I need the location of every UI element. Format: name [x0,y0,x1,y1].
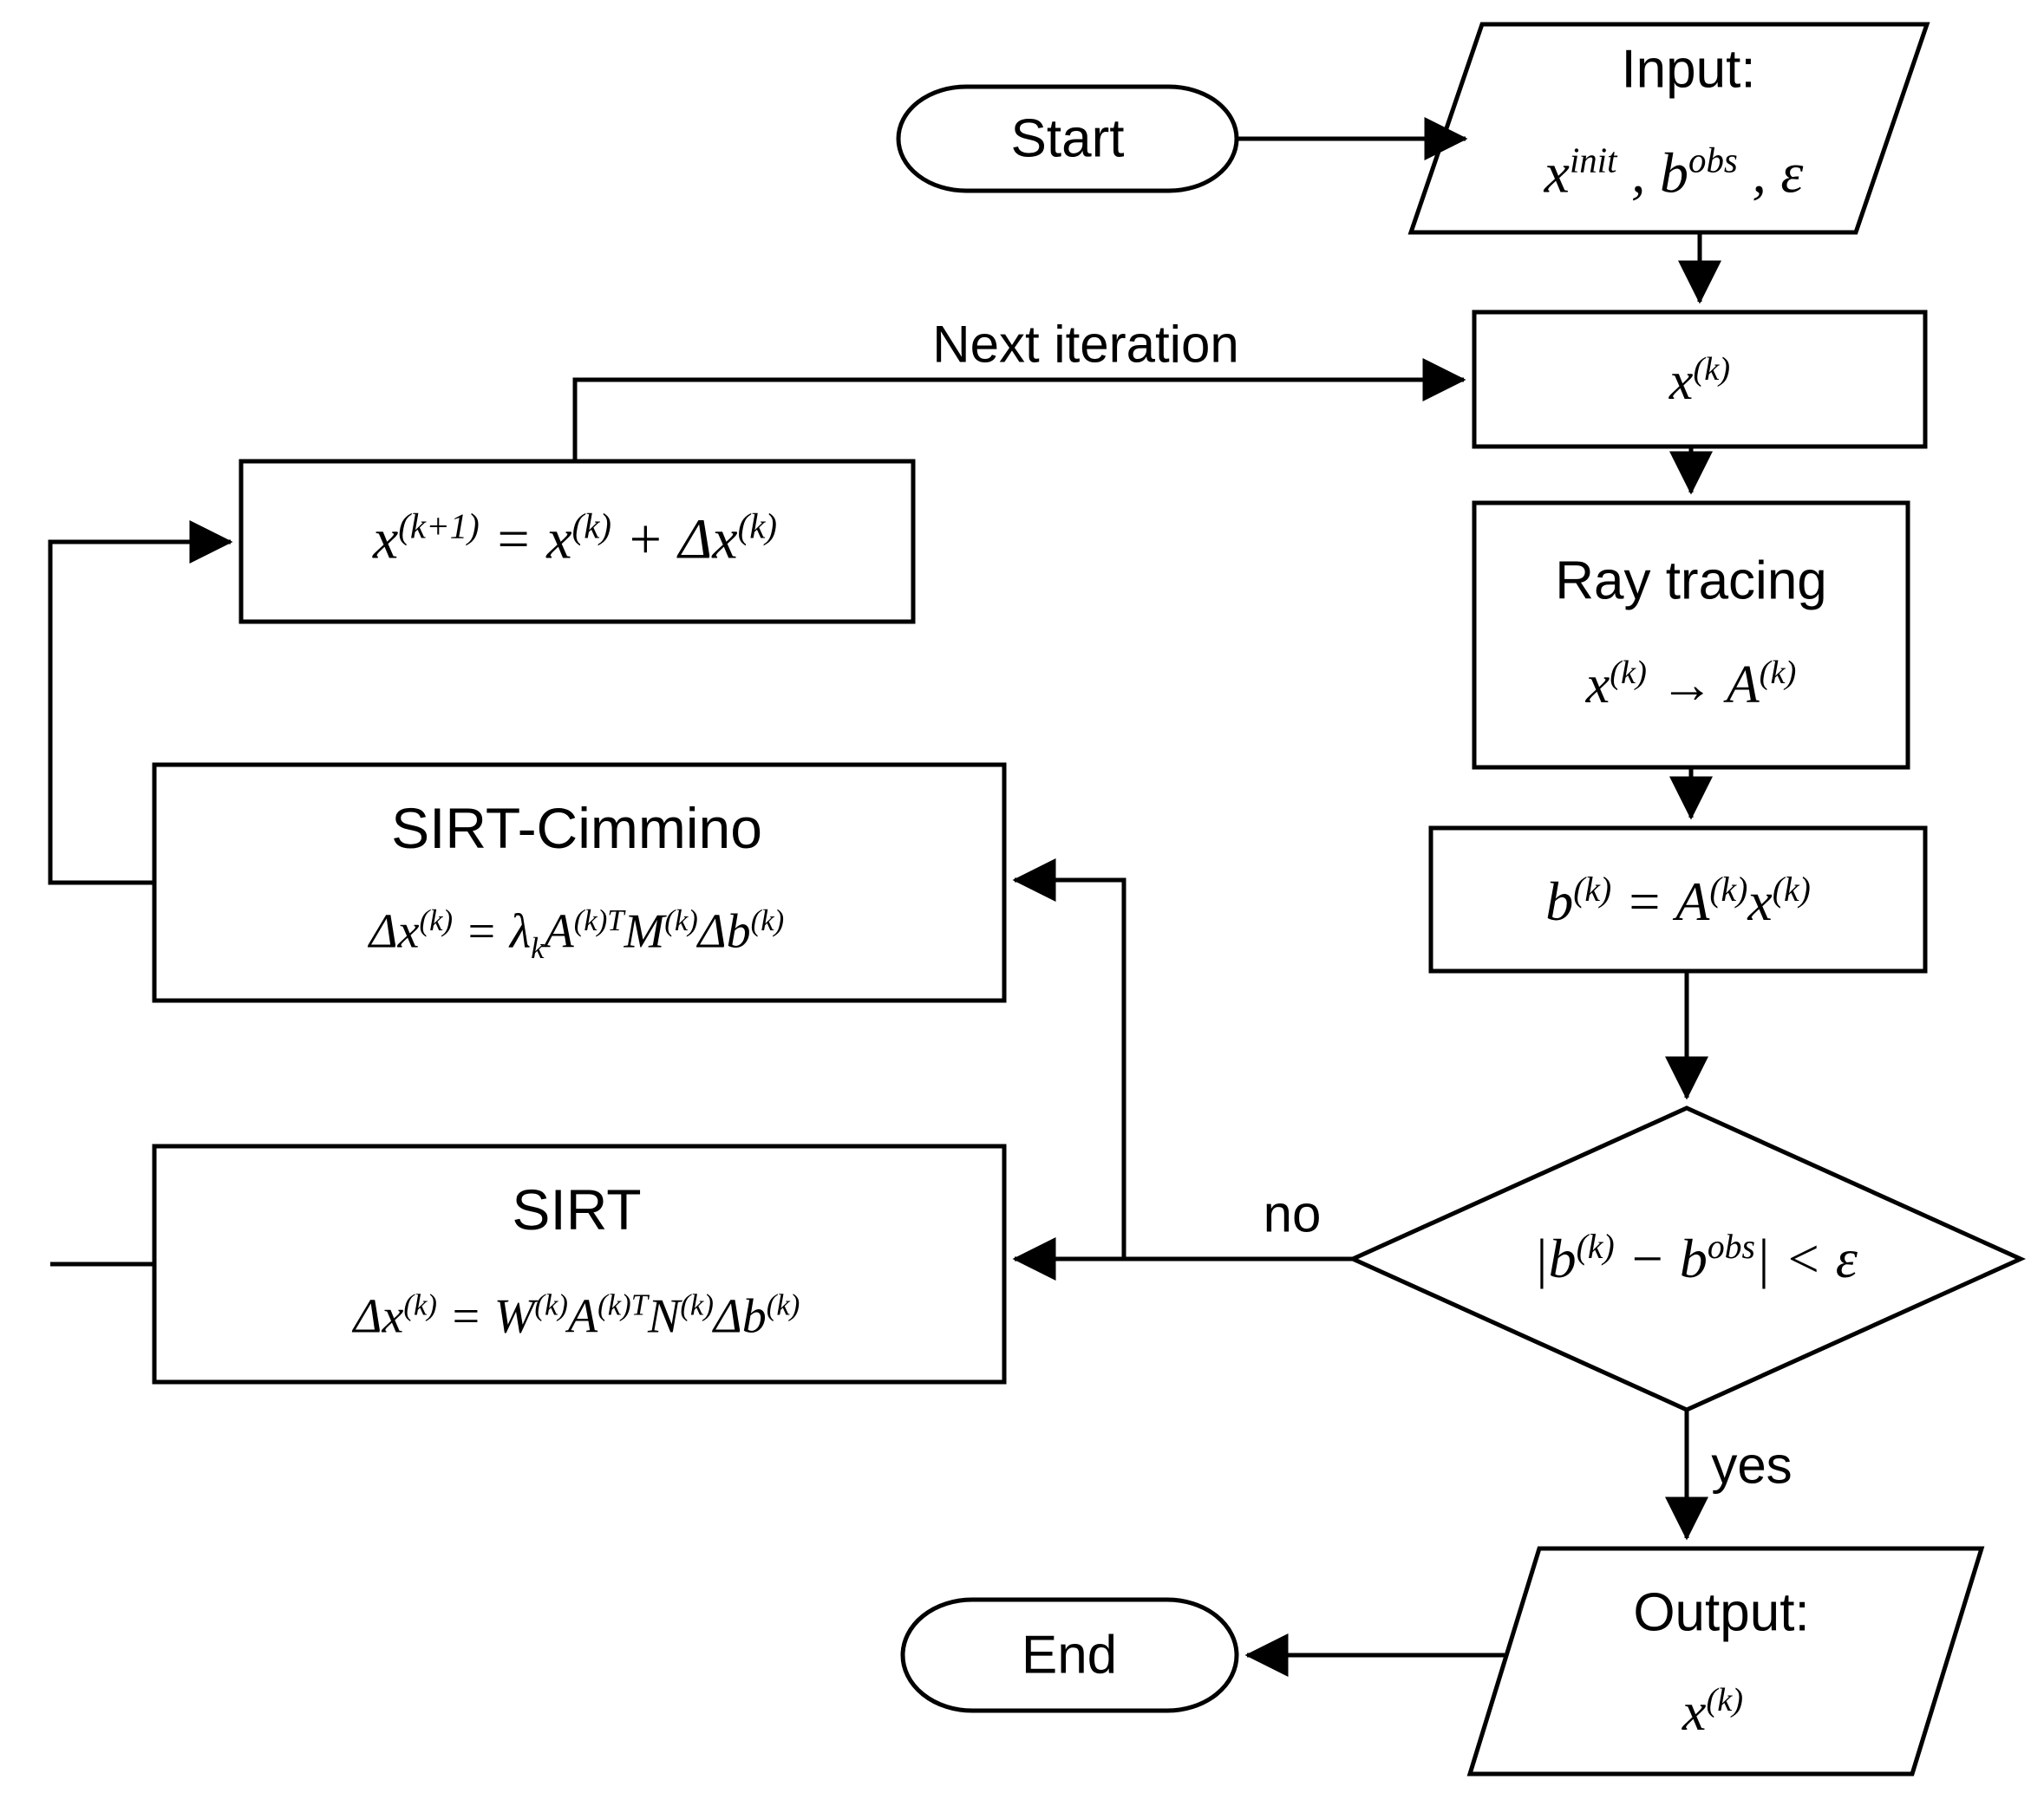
edge-sirt-cimmino-to-update [48,520,233,885]
node-input-title: Input: [1621,39,1756,100]
node-sirt-cimmino-shape[interactable] [152,762,1007,1003]
node-sirt-shape[interactable] [152,1144,1007,1385]
node-ray-tracing-title: Ray tracing [1555,551,1827,611]
node-input-shape[interactable] [1407,22,1930,235]
node-sirt-cimmino-formula: Δx(k) = λkA(k)TM(k)Δb(k) [369,903,785,965]
edge-no-riser-to-sirt-cimmino [1012,858,1126,1259]
node-start-label: Start [1010,108,1125,169]
node-sirt-formula: Δx(k) = W(k)A(k)TN(k)Δb(k) [353,1288,800,1344]
node-sirt-cimmino-title: SIRT-Cimmino [391,796,762,860]
node-input-formula: xinit , bobs , ε [1544,140,1804,205]
edge-label-no: no [1263,1184,1322,1243]
node-output-formula: x(k) [1682,1682,1744,1742]
node-ray-tracing-shape[interactable] [1472,500,1910,770]
node-bk-shape[interactable] [1428,825,1928,974]
node-sirt-title: SIRT [512,1177,642,1242]
edge-label-yes: yes [1711,1436,1793,1495]
node-bk-formula: b(k) = A(k)x(k) [1545,870,1811,933]
edge-label-next-iteration: Next iteration [932,315,1239,374]
node-output-title: Output: [1633,1582,1810,1643]
node-xk-shape[interactable] [1472,310,1928,449]
node-output-shape[interactable] [1466,1546,1985,1777]
node-ray-tracing-formula: x(k) → A(k) [1585,655,1797,714]
node-update-shape[interactable] [238,459,916,624]
edge-update-to-xk-next-iteration [572,358,1466,461]
node-decision-formula: |b(k) − bobs| < ε [1533,1227,1858,1290]
node-end-label: End [1021,1625,1118,1685]
node-update-formula: x(k+1) = x(k) + Δx(k) [373,506,777,571]
node-xk-formula: x(k) [1669,351,1731,411]
node-end-shape[interactable] [900,1597,1239,1713]
